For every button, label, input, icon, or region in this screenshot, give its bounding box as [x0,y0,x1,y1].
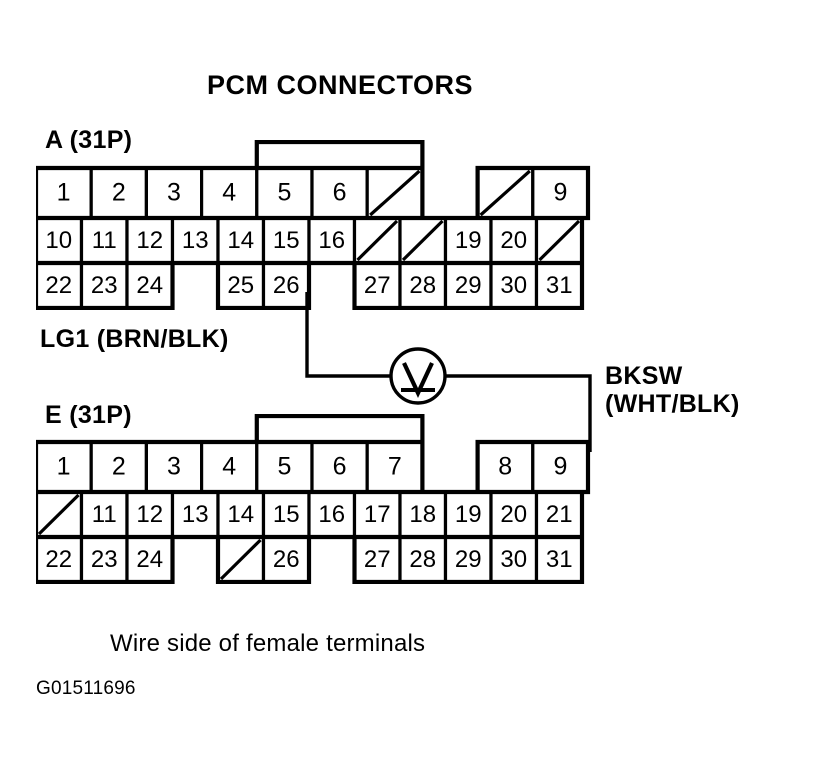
connector-pin-cell[interactable] [170,216,220,265]
pin-number: 1 [57,179,71,207]
pin-number: 9 [553,453,567,481]
pin-number: 3 [167,179,181,207]
pin-number: 24 [136,272,163,299]
unused-pin-diagonal-icon [479,169,531,217]
figure-caption: Wire side of female terminals [110,630,426,657]
connector-outline [36,439,591,584]
pin-number: 19 [455,501,482,528]
lg1-wire-label: LG1 (BRN/BLK) [40,325,229,353]
connector-pin-cell[interactable] [261,490,311,539]
pin-number: 2 [112,179,126,207]
pin-number: 14 [227,227,254,254]
pin-number: 5 [277,179,291,207]
lg1-wire [305,292,393,378]
pin-number: 30 [500,546,527,573]
pin-number: 27 [364,272,391,299]
pin-number: 16 [318,227,345,254]
pin-number: 16 [318,501,345,528]
pin-number: 5 [277,453,291,481]
unused-pin-diagonal-icon [219,538,262,581]
pin-number: 20 [500,227,527,254]
pin-number: 8 [498,453,512,481]
pin-number: 27 [364,546,391,573]
connector-pin-cell[interactable] [398,261,448,310]
pin-number: 29 [455,272,482,299]
pin-number: 24 [136,546,163,573]
connector-outline [36,165,591,310]
connector-keyway-tab [254,414,425,442]
pin-number: 13 [182,501,209,528]
pin-number: 22 [45,546,72,573]
pin-number: 31 [546,546,573,573]
pin-number: 22 [45,272,72,299]
pin-number: 14 [227,501,254,528]
pin-number: 17 [364,501,391,528]
connector-a-label: A (31P) [45,126,133,154]
pin-number: 21 [546,501,573,528]
pin-number: 25 [227,272,254,299]
connector-pin-cell[interactable] [476,440,535,494]
pin-number: 12 [136,501,163,528]
bksw-wire-label: BKSW (WHT/BLK) [605,362,740,418]
pin-number: 6 [333,179,347,207]
pin-number: 12 [136,227,163,254]
pin-number: 11 [92,501,117,528]
pin-number: 19 [455,227,482,254]
bksw-wire-label-line1: BKSW [605,362,683,390]
pin-number: 23 [91,272,118,299]
pin-number: 4 [222,453,236,481]
page-title: PCM CONNECTORS [206,70,474,100]
bksw-wire [443,374,592,452]
pin-number: 13 [182,227,209,254]
pin-number: 23 [91,546,118,573]
pin-number: 1 [57,453,71,481]
pin-number: 2 [112,453,126,481]
connector-e-label: E (31P) [45,401,132,429]
pin-number: 10 [45,227,72,254]
unused-pin-diagonal-icon [369,169,421,217]
unused-pin-diagonal-icon [37,493,80,536]
connector-pin-cell[interactable] [443,490,493,539]
pin-number: 26 [273,272,300,299]
pin-number: 26 [273,546,300,573]
figure-code: G01511696 [36,678,136,699]
pin-number: 9 [553,179,567,207]
pin-number: 28 [409,272,436,299]
pin-number: 3 [167,453,181,481]
pin-number: 6 [333,453,347,481]
unused-pin-diagonal-icon [401,219,444,262]
bksw-wire-label-line2: (WHT/BLK) [605,390,740,418]
unused-pin-diagonal-icon [356,219,399,262]
connector-pin-cell[interactable] [79,261,129,310]
pin-number: 29 [455,546,482,573]
connector-pin-cell[interactable] [89,440,149,494]
pin-number: 11 [92,227,117,254]
connector-pin-cell[interactable] [443,261,493,310]
pin-number: 30 [500,272,527,299]
pin-number: 18 [409,501,436,528]
pin-number: 20 [500,501,527,528]
pin-number: 4 [222,179,236,207]
pin-number: 15 [273,227,300,254]
pin-number: 7 [388,453,402,481]
pin-number: 31 [546,272,573,299]
pin-number: 15 [273,501,300,528]
connector-keyway-tab [254,140,425,168]
pin-number: 28 [409,546,436,573]
voltmeter-icon [389,347,447,405]
unused-pin-diagonal-icon [538,219,581,262]
connector-pin-cell[interactable] [310,440,369,494]
